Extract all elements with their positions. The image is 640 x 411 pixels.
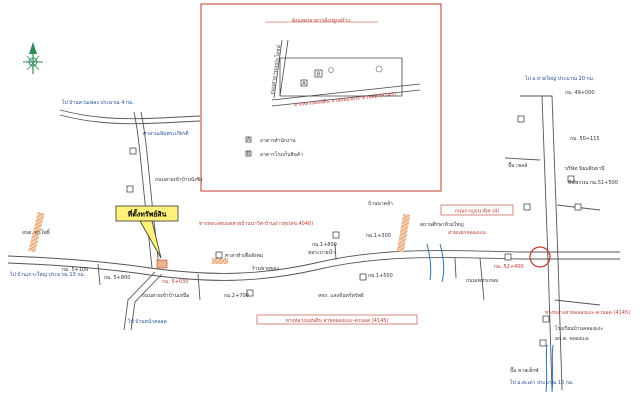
label-km-1500: กม.1+500: [368, 273, 393, 279]
label-school: ศาลาเฉลิมพระเกียรติ: [143, 130, 189, 137]
label-central-junction: สามแยกคลองแงะ: [448, 230, 487, 236]
label-road-4040: ทางหลวงชนบทสายบ้านนาวิต-บ้านอ่าวทุ่ง(สข.…: [199, 220, 313, 227]
svg-text:B: B: [317, 72, 321, 78]
property-label: ที่ตั้งทรัพย์สิน: [127, 208, 166, 219]
property-marker-icon: ที่ตั้งทรัพย์สิน: [115, 205, 179, 259]
label-km-2700: กม.2+700: [224, 293, 249, 299]
label-school-lower: โรงเรียนบ้านคลองแงะ: [555, 325, 603, 332]
label-dest-bottom: ไป อ.สะเดา ประมาณ 15 กม.: [509, 379, 574, 386]
inset-building-a: [300, 79, 308, 87]
legend-warehouse-icon: [245, 150, 252, 157]
label-km-51500: ทีฆัพรรณ กม.51+500: [568, 179, 618, 186]
label-bridge-road: ถนนสายเข้าบ้านบังซิง: [155, 176, 203, 183]
label-clinic: หจก. แสงจันทร์ทรัพย์: [318, 292, 364, 299]
label-dest-top: ไป อ.หาดใหญ่ ประมาณ 20 กม.: [524, 75, 595, 82]
label-km-49000: กม. 49+000: [565, 90, 595, 96]
label-km-1800: กม.1+800: [312, 242, 337, 248]
label-pipe: ท่อระบายน้ำ: [308, 247, 335, 256]
legend-warehouse-label: อาคารโรงเก็บสินค้า: [260, 150, 303, 158]
label-km-5100: กม. 5+100: [62, 267, 88, 273]
label-seven: สภ.ต. คลองแงะ: [555, 336, 590, 342]
label-market: ศาลาทำเพื่อสังคม: [225, 252, 263, 259]
label-km-52400: กม. 52+400: [494, 264, 524, 270]
inset-title: ผังแสดงอาคารสิ่งปลูกสร้าง: [292, 17, 350, 24]
label-lower-road: ถนนสายเข้าบ้านเหนือ: [142, 292, 189, 299]
label-industrial: ทางหลวงสายคลองแงะ-ควนลด (4145): [545, 310, 630, 316]
label-main-road: ทางหลวงแผ่นดิน สายคลองแงะ-ควนลด (4145): [286, 317, 389, 324]
label-tambon: อบต. ท่าโพธิ์: [22, 228, 51, 236]
legend-office-icon: [245, 136, 252, 143]
parcel-hatch-center: [212, 258, 228, 264]
svg-text:A: A: [302, 81, 306, 87]
junction-circle-icon: [529, 246, 551, 268]
building-markers: [126, 115, 582, 347]
label-village-top: ไป บ้านควนเพลง ประมาณ 4 กม.: [61, 99, 134, 106]
label-school-right: สถานศึกษาห้วยใหญ่: [420, 221, 464, 228]
label-km-5800: กม. 5+800: [104, 275, 130, 281]
property-site: [156, 259, 168, 269]
label-km-5030: กม. 5+030: [162, 279, 188, 285]
svg-text:B: B: [247, 151, 251, 157]
label-bangpha: บ้านนาคล้า: [368, 200, 393, 207]
svg-text:A: A: [247, 137, 251, 143]
label-shop: ร้านขายของ: [252, 265, 280, 272]
parcel-hatch-left: [28, 211, 45, 253]
map-labels: ไป บ้านควนเพลง ประมาณ 4 กม. ศาลาเฉลิมพระ…: [9, 75, 630, 386]
inset-building-b: [314, 69, 323, 78]
legend-office-label: อาคารสำนักงาน: [260, 138, 296, 144]
road-network: [7, 95, 620, 391]
label-km-1300: กม.1+300: [366, 233, 391, 239]
parcel-hatch-right: [396, 213, 411, 253]
label-km-50115: กม. 50+115: [570, 136, 600, 142]
water-channels: [426, 243, 554, 393]
inset-site-plan: ผังแสดงอาคารสิ่งปลูกสร้าง ทางหลวงแผ่นดิน…: [200, 3, 442, 192]
north-arrow-icon: [23, 42, 43, 74]
label-village-left: ไป บ้านเกาะใหญ่ ประมาณ 13 กม.: [9, 271, 86, 278]
label-kanchanawanit: ถนนกาญจนวนิช (4): [455, 208, 500, 215]
label-sinthanee: บริษัท นิยมสินธานี: [565, 165, 605, 172]
label-pump: ปั๊ม คาลเท็กซ์: [510, 366, 539, 374]
label-village-bottom: ไป บ้านหน้าตลอด: [127, 318, 167, 325]
label-ptt: ปั๊ม เชลล์: [508, 161, 527, 169]
label-bangkok-road: ถนนเพชรเกษม: [466, 278, 498, 284]
